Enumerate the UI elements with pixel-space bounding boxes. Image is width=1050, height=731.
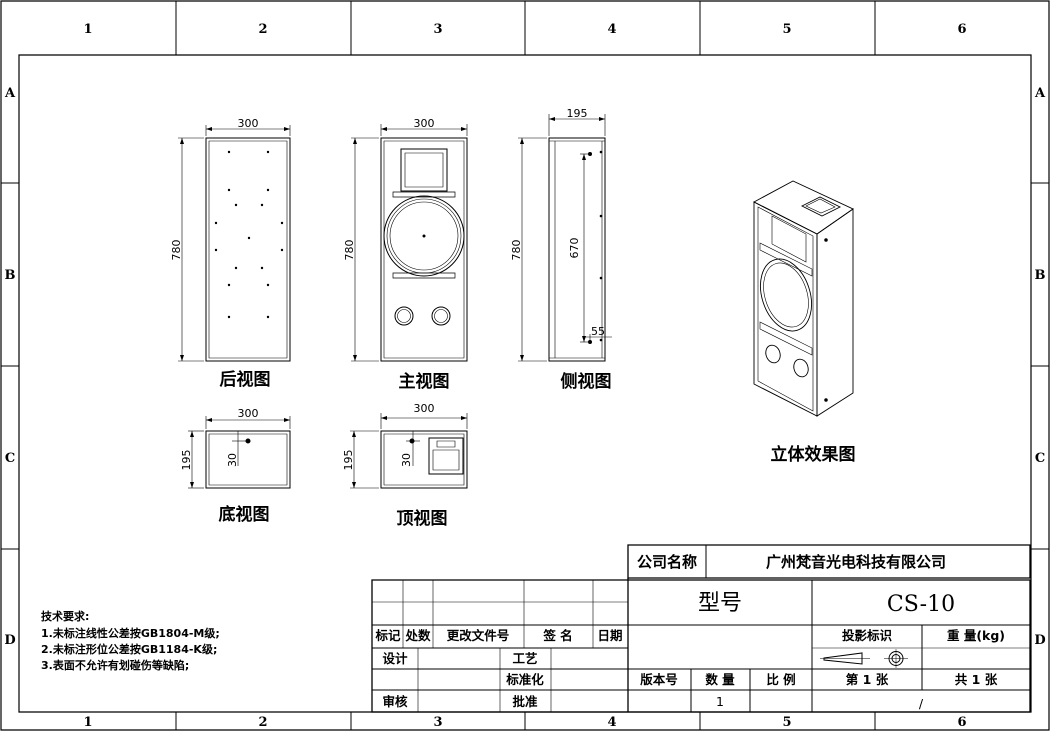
- top-depth-dim: 195: [342, 450, 355, 471]
- top-offset-dim: 30: [400, 453, 413, 467]
- bottom-view: [188, 416, 290, 488]
- quantity-label: 数 量: [704, 672, 735, 687]
- zone-labels: 1 2 3 4 5 6 1 2 3 4 5 6 A B C D A B C D: [4, 22, 1046, 730]
- rev-doc-header: 更改文件号: [447, 628, 510, 643]
- side-inner-dim: 670: [568, 238, 581, 259]
- zone-col-5-top: 5: [782, 22, 791, 37]
- zone-col-3-bottom: 3: [433, 715, 442, 730]
- title-block-text: 公司名称 广州梵音光电科技有限公司 型号 CS-10 标记 处数 更改文件号 签…: [374, 553, 1005, 711]
- company-label: 公司名称: [637, 553, 697, 571]
- notes-title: 技术要求:: [41, 609, 89, 623]
- bottom-view-label: 底视图: [219, 504, 270, 525]
- bottom-offset-dim: 30: [226, 453, 239, 467]
- standardize-label: 标准化: [505, 672, 544, 687]
- isometric-view: [752, 181, 853, 416]
- zone-col-1-bottom: 1: [83, 715, 92, 730]
- approve-label: 批准: [512, 694, 538, 709]
- front-view-label: 主视图: [399, 371, 450, 392]
- front-view: [351, 124, 467, 361]
- bottom-width-dim: 300: [238, 407, 259, 420]
- zone-col-4-bottom: 4: [607, 715, 616, 730]
- zone-row-d-right: D: [1034, 633, 1045, 648]
- review-label: 审核: [382, 694, 408, 709]
- iso-view-label: 立体效果图: [771, 444, 856, 465]
- company-name: 广州梵音光电科技有限公司: [766, 553, 946, 571]
- zone-col-5-bottom: 5: [782, 715, 791, 730]
- side-offset-dim: 55: [591, 325, 605, 338]
- zone-col-1-top: 1: [83, 22, 92, 37]
- zone-row-c-right: C: [1035, 451, 1045, 466]
- zone-col-4-top: 4: [607, 22, 616, 37]
- zone-row-c-left: C: [5, 451, 15, 466]
- model-label: 型号: [698, 591, 742, 616]
- scale-label: 比 例: [766, 672, 795, 687]
- sheet-total: 共 1 张: [955, 672, 998, 687]
- rear-width-dim: 300: [238, 117, 259, 130]
- top-view: [350, 413, 467, 488]
- bottom-depth-dim: 195: [180, 450, 193, 471]
- title-block: [372, 545, 1030, 712]
- process-label: 工艺: [512, 651, 537, 666]
- zone-col-6-bottom: 6: [957, 715, 966, 730]
- zone-row-b-right: B: [1035, 268, 1046, 283]
- side-height-dim: 780: [510, 240, 523, 261]
- side-depth-dim: 195: [567, 107, 588, 120]
- rear-view-label: 后视图: [220, 369, 271, 390]
- projection-label: 投影标识: [842, 628, 893, 643]
- notes-item-3: 3.表面不允许有划碰伤等缺陷;: [41, 658, 189, 672]
- zone-row-b-left: B: [5, 268, 16, 283]
- rev-mark-header: 标记: [374, 628, 401, 643]
- rev-date-header: 日期: [597, 628, 622, 643]
- top-width-dim: 300: [414, 402, 435, 415]
- rev-zone-header: 处数: [404, 628, 431, 643]
- zone-row-d-left: D: [4, 633, 15, 648]
- weight-label: 重 量(kg): [947, 628, 1005, 643]
- front-height-dim: 780: [343, 240, 356, 261]
- notes-item-1: 1.未标注线性公差按GB1804-M级;: [41, 626, 220, 640]
- zone-row-a-right: A: [1034, 86, 1046, 101]
- zone-col-2-bottom: 2: [258, 715, 267, 730]
- zone-col-6-top: 6: [957, 22, 966, 37]
- technical-notes: 技术要求: 1.未标注线性公差按GB1804-M级; 2.未标注形位公差按GB1…: [41, 609, 220, 672]
- version-label: 版本号: [640, 672, 678, 687]
- scale-value: /: [919, 696, 924, 711]
- model-value: CS-10: [887, 592, 955, 617]
- zone-col-2-top: 2: [258, 22, 267, 37]
- notes-item-2: 2.未标注形位公差按GB1184-K级;: [41, 642, 217, 656]
- rear-view: [178, 125, 290, 361]
- side-view: [518, 114, 612, 361]
- side-view-label: 侧视图: [561, 371, 612, 392]
- zone-col-3-top: 3: [433, 22, 442, 37]
- front-width-dim: 300: [414, 117, 435, 130]
- quantity-value: 1: [716, 694, 724, 709]
- rev-sign-header: 签 名: [542, 628, 572, 643]
- design-label: 设计: [382, 651, 408, 666]
- rear-height-dim: 780: [170, 240, 183, 261]
- sheet-number: 第 1 张: [846, 672, 889, 687]
- top-view-label: 顶视图: [397, 508, 448, 529]
- zone-row-a-left: A: [4, 86, 16, 101]
